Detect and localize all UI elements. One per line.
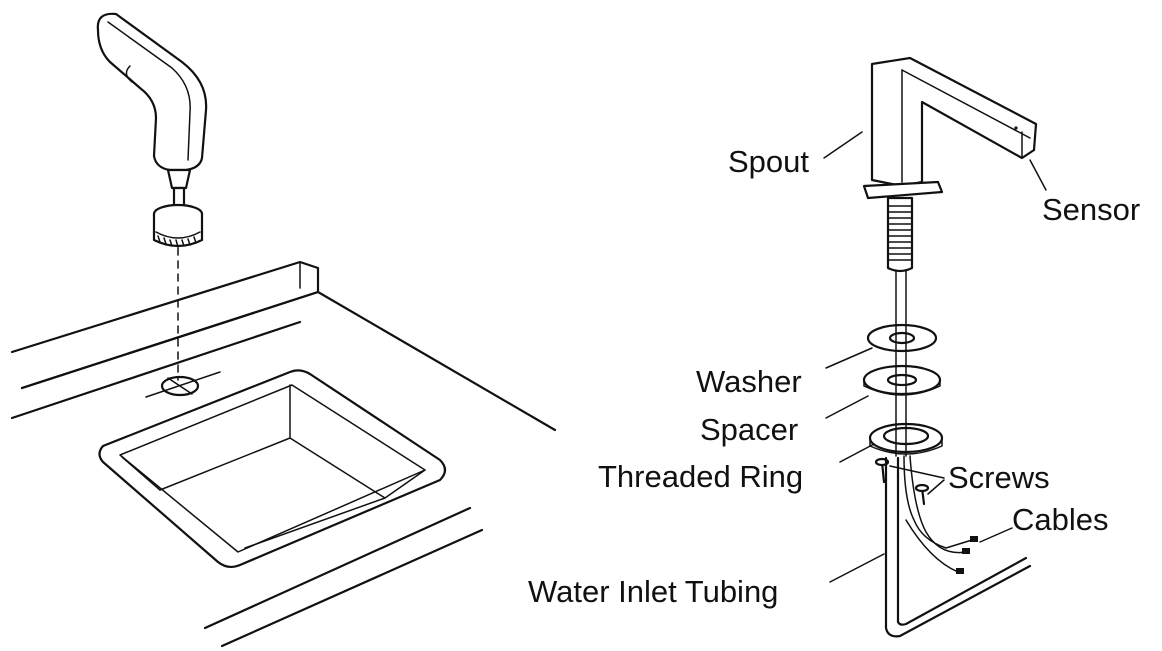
countertop-illustration	[10, 260, 557, 648]
label-washer: Washer	[696, 364, 802, 399]
faucet-exploded-illustration	[862, 56, 1038, 638]
spacer-leader-line	[825, 395, 869, 419]
screws-leader-line-2	[927, 479, 945, 495]
sensor-leader-line	[1029, 159, 1047, 191]
screws-leader-line-1	[889, 465, 945, 479]
label-spout: Spout	[728, 144, 809, 179]
threaded-ring-leader-line	[839, 443, 875, 463]
label-cables: Cables	[1012, 502, 1109, 537]
leader-lines	[823, 131, 1047, 583]
label-water-inlet-tubing: Water Inlet Tubing	[528, 574, 778, 609]
faucet-left-illustration	[96, 12, 208, 381]
label-threaded-ring: Threaded Ring	[598, 459, 803, 494]
part-labels: Spout Sensor Washer Spacer Threaded Ring…	[528, 144, 1140, 609]
label-sensor: Sensor	[1042, 192, 1140, 227]
tubing-leader-line	[829, 553, 885, 583]
spout-leader-line	[823, 131, 863, 159]
label-spacer: Spacer	[700, 412, 798, 447]
washer-leader-line	[825, 347, 873, 369]
cables-leader-line	[979, 527, 1013, 543]
label-screws: Screws	[948, 460, 1050, 495]
